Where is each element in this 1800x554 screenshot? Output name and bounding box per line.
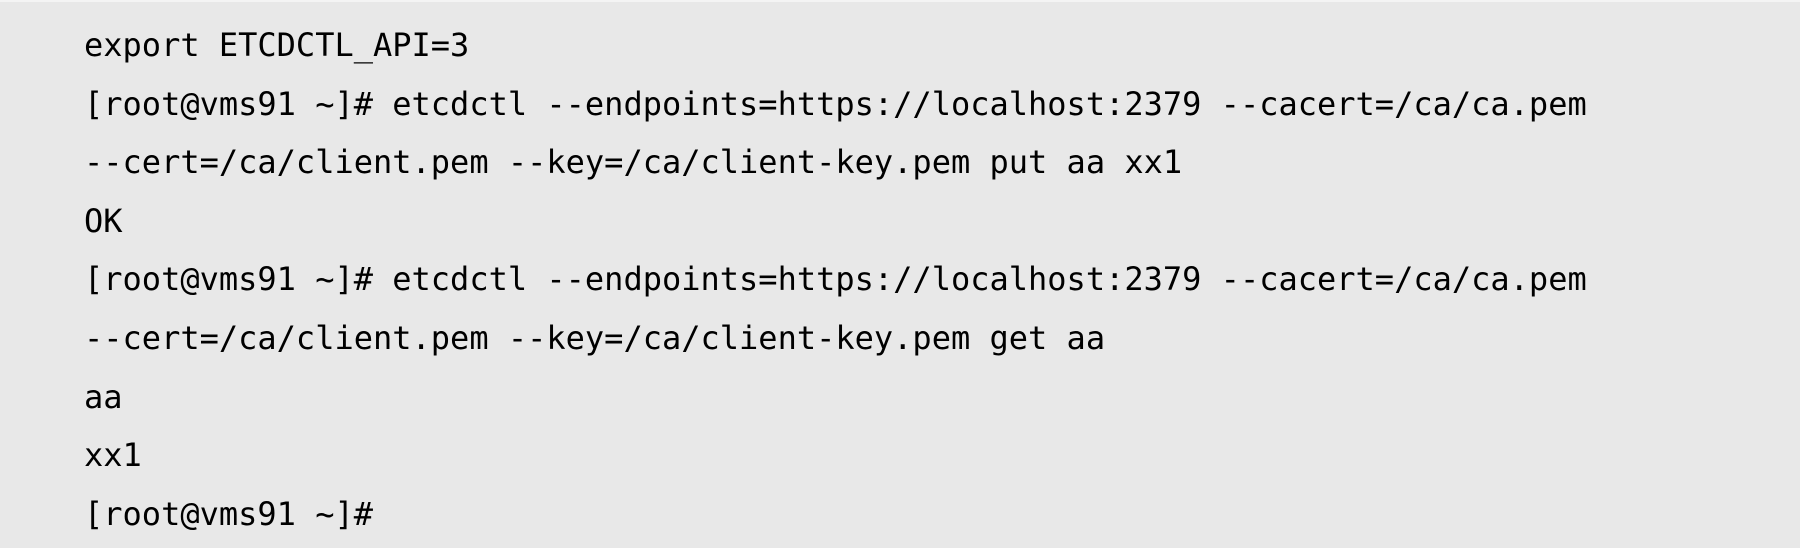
terminal-lines: export ETCDCTL_API=3 [root@vms91 ~]# etc… — [84, 16, 1587, 543]
terminal-line-get-value: xx1 — [84, 436, 142, 475]
terminal-line-get-key: aa — [84, 377, 123, 416]
terminal-line-put-result: OK — [84, 201, 123, 240]
terminal-line-get-command: [root@vms91 ~]# etcdctl --endpoints=http… — [84, 260, 1587, 299]
terminal-line-get-command-continued: --cert=/ca/client.pem --key=/ca/client-k… — [84, 318, 1106, 357]
terminal-line-put-command: [root@vms91 ~]# etcdctl --endpoints=http… — [84, 84, 1587, 123]
terminal-line-put-command-continued: --cert=/ca/client.pem --key=/ca/client-k… — [84, 143, 1183, 182]
terminal-line-export: export ETCDCTL_API=3 — [84, 26, 470, 64]
terminal-line-prompt: [root@vms91 ~]# — [84, 494, 373, 533]
